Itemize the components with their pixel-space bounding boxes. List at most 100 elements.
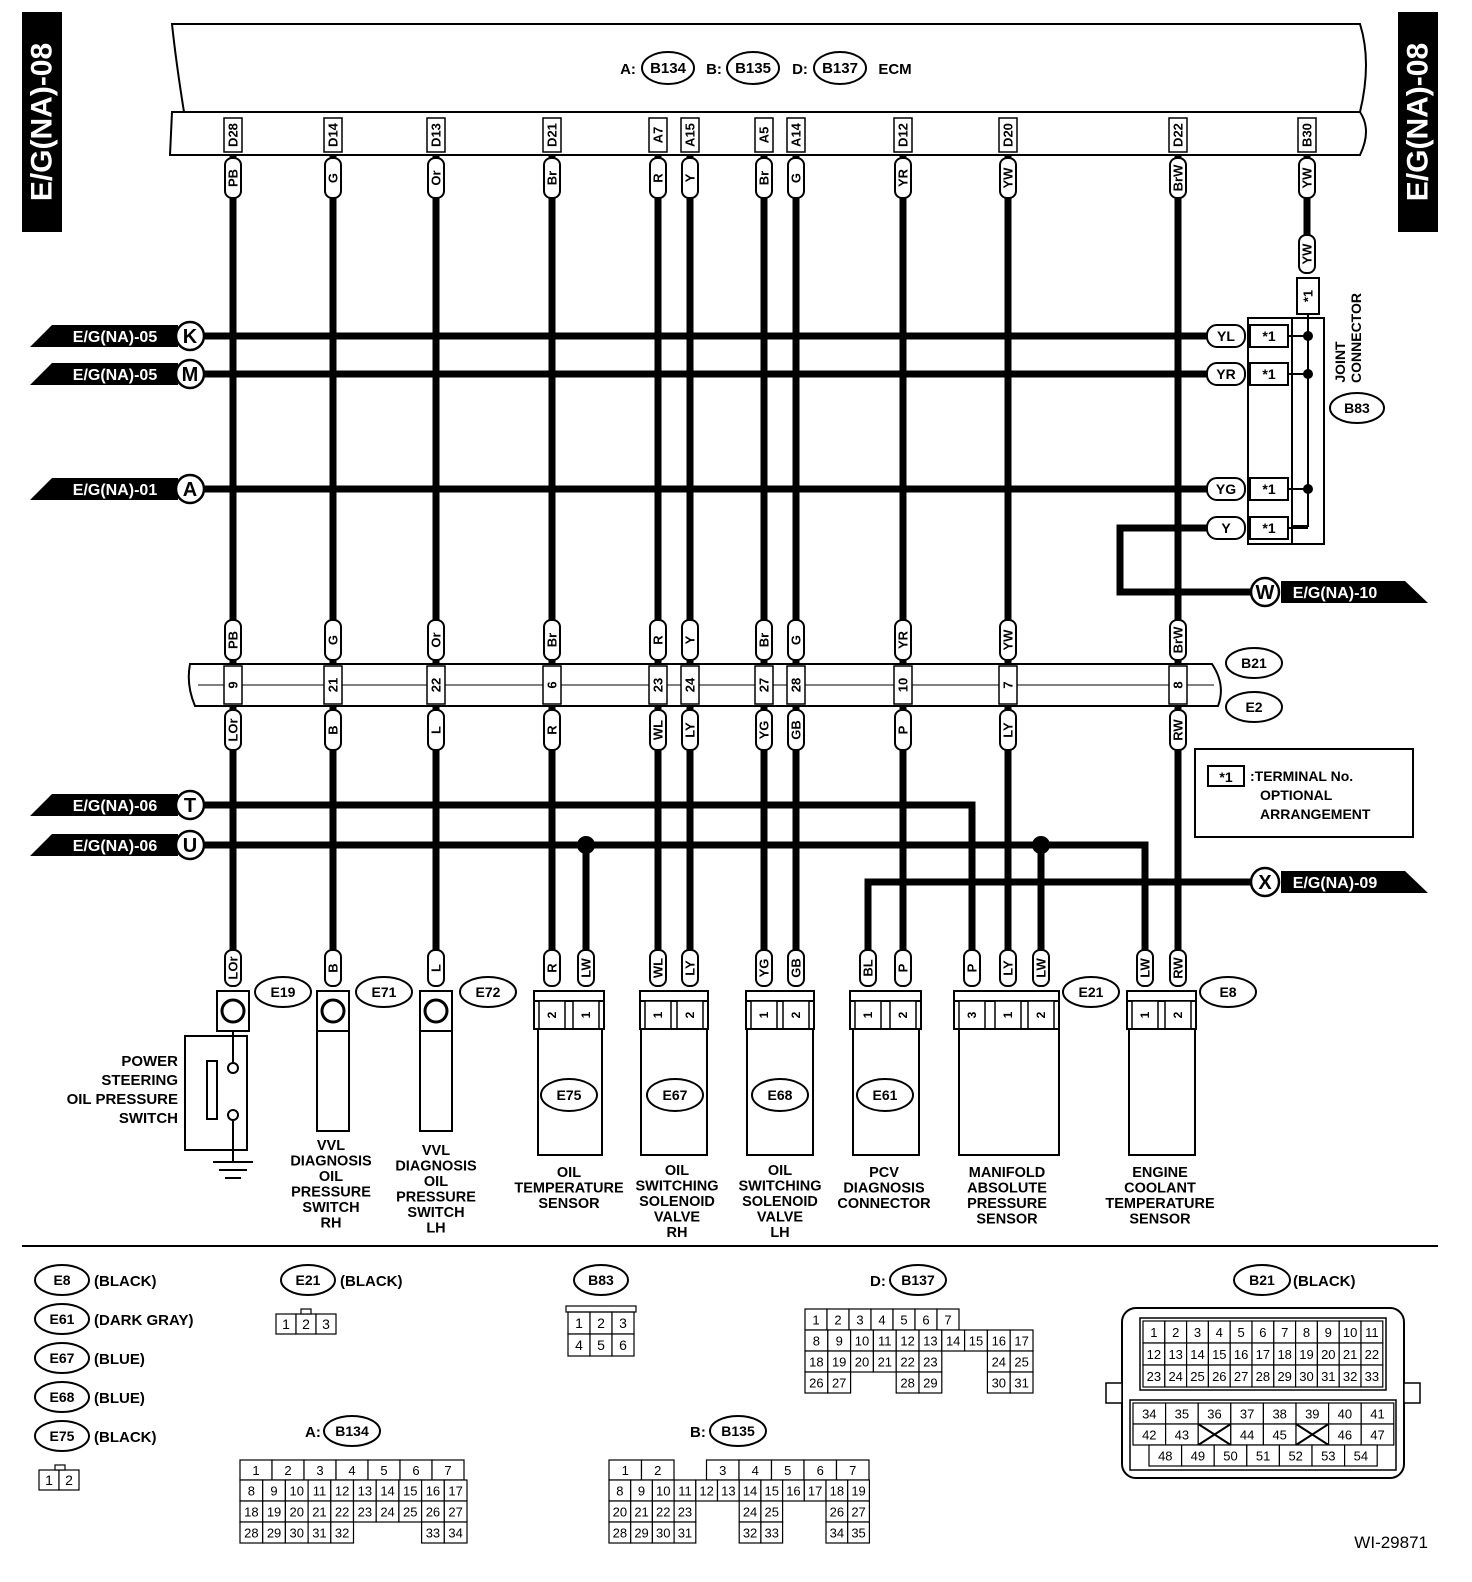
note-key-box	[1207, 765, 1245, 787]
legend-b134-pin: 4	[348, 1463, 355, 1478]
note-line: OPTIONAL	[1260, 787, 1333, 803]
legend-b135-pin: 20	[613, 1505, 627, 1520]
joint-body	[1247, 317, 1325, 545]
b21-upper-27-tag	[755, 619, 773, 661]
ref-circle	[174, 320, 206, 352]
ecm-pin-A14: A14	[789, 122, 804, 147]
legend-b135-pin: 5	[784, 1463, 791, 1478]
connector-legend: E8(BLACK)E61(DARK GRAY)E67(BLUE)E68(BLUE…	[34, 1264, 1421, 1544]
legend-b83-pin: 1	[575, 1315, 583, 1331]
joint-dot	[1303, 369, 1313, 379]
legend-b137-pin: 17	[1014, 1334, 1028, 1349]
E75-id-oval	[540, 1078, 598, 1112]
legend-b83-pin: 6	[619, 1337, 627, 1353]
ref-label: E/G(NA)-10	[1293, 585, 1378, 602]
legend-b135-pin: 8	[616, 1484, 623, 1499]
legend-b135-pin: 4	[752, 1463, 759, 1478]
E67-term-box	[676, 1000, 704, 1030]
E8-wire-LW-tag	[1136, 949, 1154, 987]
ref-circle	[174, 473, 206, 505]
legend-b21-lower-pin: 50	[1223, 1449, 1237, 1464]
legend-b21-pin: 6	[1259, 1325, 1266, 1340]
b21-upper-21-text: G	[326, 635, 341, 645]
ecm-wire-A15-tag	[681, 157, 699, 199]
E21-caption: ABSOLUTE	[967, 1181, 1047, 1197]
ecm-wire-D12-tag	[894, 157, 912, 199]
legend-b134-pin: 24	[380, 1505, 394, 1520]
ecm-wire-A5-tag	[755, 157, 773, 199]
E67-term-1: 1	[651, 1011, 665, 1018]
legend-b21-tab	[1105, 1382, 1123, 1404]
b21-id-label: B21	[1241, 655, 1267, 671]
legend-b21-oval	[1233, 1264, 1291, 1296]
E21-wire-P-tag	[963, 949, 981, 987]
E61-term-box	[854, 1000, 882, 1030]
ref-circle	[174, 829, 206, 861]
legend-b21-lower-pin: 42	[1142, 1428, 1156, 1443]
e71-caption: OIL	[319, 1169, 343, 1185]
ecm-title-part: A:	[620, 61, 636, 78]
b21-lower-27-text: YG	[757, 721, 772, 740]
wire-to-w	[1116, 524, 1252, 596]
E68-term-2: 2	[789, 1011, 803, 1018]
legend-b135-pin: 24	[743, 1505, 757, 1520]
ecm-pin-box	[1297, 117, 1317, 153]
E72-wire-tag	[427, 949, 445, 987]
b21-id-oval	[1225, 647, 1283, 679]
wire-bus-t	[205, 801, 976, 958]
ecm-connector-B134-label: B134	[650, 60, 687, 77]
ecm-pin-box	[223, 117, 243, 153]
ecm-pin-box	[998, 117, 1018, 153]
E8-caption: SENSOR	[1129, 1212, 1191, 1228]
E61-wire-P-text: P	[896, 963, 911, 972]
E8-id-oval	[1199, 976, 1257, 1008]
b21-upper-23-text: R	[651, 635, 666, 645]
legend-b137-cell	[1009, 1371, 1034, 1394]
ecm-wire-D13-text: Or	[429, 170, 444, 185]
ref-label: E/G(NA)-06	[73, 798, 158, 815]
legend-b134-pin: 10	[290, 1484, 304, 1499]
E68-wire-GB-tag	[787, 949, 805, 987]
E8-body	[1128, 1028, 1196, 1156]
ecm-pin-D14: D14	[326, 122, 341, 147]
legend-2pin-pin: 1	[45, 1472, 53, 1488]
legend-b137-pin: 10	[855, 1334, 869, 1349]
legend-b135-cell	[760, 1521, 784, 1544]
legend-b134-pin: 16	[426, 1484, 440, 1499]
legend-b135-pin: 19	[851, 1484, 865, 1499]
legend-b135-cell	[673, 1521, 697, 1544]
legend-b137-pin: 19	[832, 1355, 846, 1370]
legend-b21-pin: 22	[1365, 1347, 1379, 1362]
E72-id-label: E72	[476, 984, 501, 1000]
legend-b137-pin: 13	[923, 1334, 937, 1349]
E61-wire-BL-tag	[859, 949, 877, 987]
E21-wire-LY-text: LY	[1001, 960, 1016, 976]
legend-b83-oval	[573, 1264, 629, 1296]
legend-E8-color: (BLACK)	[94, 1273, 156, 1290]
E67-plug-top	[639, 990, 709, 1002]
E67-wire-WL-tag	[649, 949, 667, 987]
legend-b137-pin: 4	[878, 1313, 885, 1328]
E61-plug-top	[849, 990, 922, 1002]
E67-wire-WL-text: WL	[651, 958, 666, 978]
E21-plug-top	[953, 990, 1060, 1002]
E21-term-box	[994, 1000, 1022, 1030]
ecm-wire-A7-tag	[649, 157, 667, 199]
legend-E68-label: E68	[50, 1389, 75, 1405]
legend-b137-pin: 25	[1014, 1355, 1028, 1370]
ecm-wire-D28-tag	[224, 157, 242, 199]
legend-b137-cell	[918, 1371, 943, 1394]
joint-wire-Y: Y	[1221, 520, 1231, 536]
E75-caption: TEMPERATURE	[514, 1181, 624, 1197]
e71-caption: RH	[321, 1216, 342, 1232]
joint-term: *1	[1262, 520, 1275, 536]
b21-upper-8-text: BrW	[1171, 626, 1186, 653]
ref-label: E/G(NA)-05	[73, 367, 158, 384]
b21-upper-7-text: YW	[1001, 629, 1016, 651]
ecm-connector-B134-oval	[641, 51, 695, 85]
E68-term-box	[750, 1000, 778, 1030]
legend-b135-pin: 6	[817, 1463, 824, 1478]
